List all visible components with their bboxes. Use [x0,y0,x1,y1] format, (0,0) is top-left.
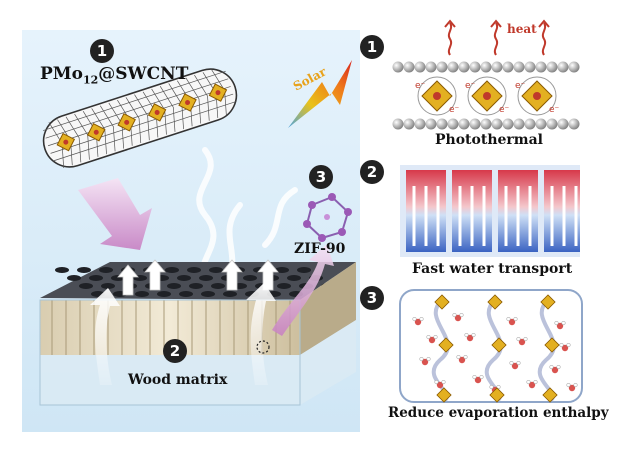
title-subscript: 12 [82,73,99,87]
photothermal-panel: e⁻ e⁻ e⁻ e⁻ e⁻ e⁻ [392,19,580,130]
evaporation-enthalpy-panel [399,289,583,403]
svg-text:e⁻: e⁻ [499,105,510,115]
fast-water-transport-label: Fast water transport [412,261,573,277]
reduce-enthalpy-label: Reduce evaporation enthalpy [388,405,609,421]
zif-arrow [272,244,334,336]
marker-3-left: 3 [309,165,333,189]
carbon-nanotube [42,68,238,169]
wood-matrix-label: Wood matrix [128,372,228,388]
marker-2-right: 2 [360,160,384,184]
solar-bolt-icon [288,60,352,128]
marker-3-right: 3 [360,286,384,310]
highlight-circle [256,340,270,354]
water-flow-arrow-left [90,288,120,385]
vapor-arrows [117,259,279,296]
water-flow-arrow-right [246,283,276,385]
title-suffix: @SWCNT [98,64,189,84]
heat-waves-icon [444,19,550,56]
heat-label: heat [507,22,537,36]
title-prefix: PMo [40,64,83,84]
svg-text:e⁻: e⁻ [515,81,526,91]
purple-arrow-icon [78,178,152,250]
svg-text:e⁻: e⁻ [549,105,560,115]
svg-text:e⁻: e⁻ [415,81,426,91]
zif90-label: ZIF-90 [294,241,346,257]
zif90-structure-icon [303,193,352,242]
water-transport-panel [400,165,580,257]
svg-text:e⁻: e⁻ [449,105,460,115]
pmo12-swcnt-label: PMo12@SWCNT [40,64,188,86]
marker-1-right: 1 [360,35,384,59]
svg-text:e⁻: e⁻ [465,81,476,91]
photothermal-label: Photothermal [435,132,543,148]
marker-1-left: 1 [90,39,114,63]
marker-2-left: 2 [163,339,187,363]
